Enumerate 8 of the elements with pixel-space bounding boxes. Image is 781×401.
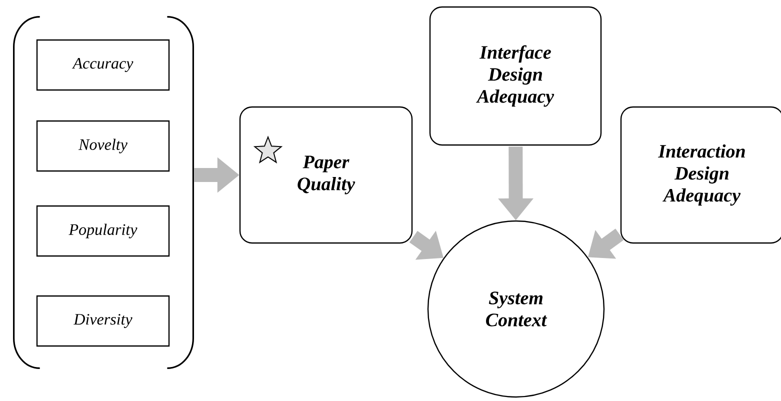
criterion-box: Novelty [36,120,170,172]
criterion-box: Diversity [36,295,170,347]
rounded-box: Interface Design Adequacy [429,6,602,146]
rounded-box: Interaction Design Adequacy [620,106,781,244]
bracket-group [13,16,194,369]
rounded-box: Paper Quality [239,106,413,244]
criterion-box: Accuracy [36,39,170,91]
criterion-box: Popularity [36,205,170,257]
